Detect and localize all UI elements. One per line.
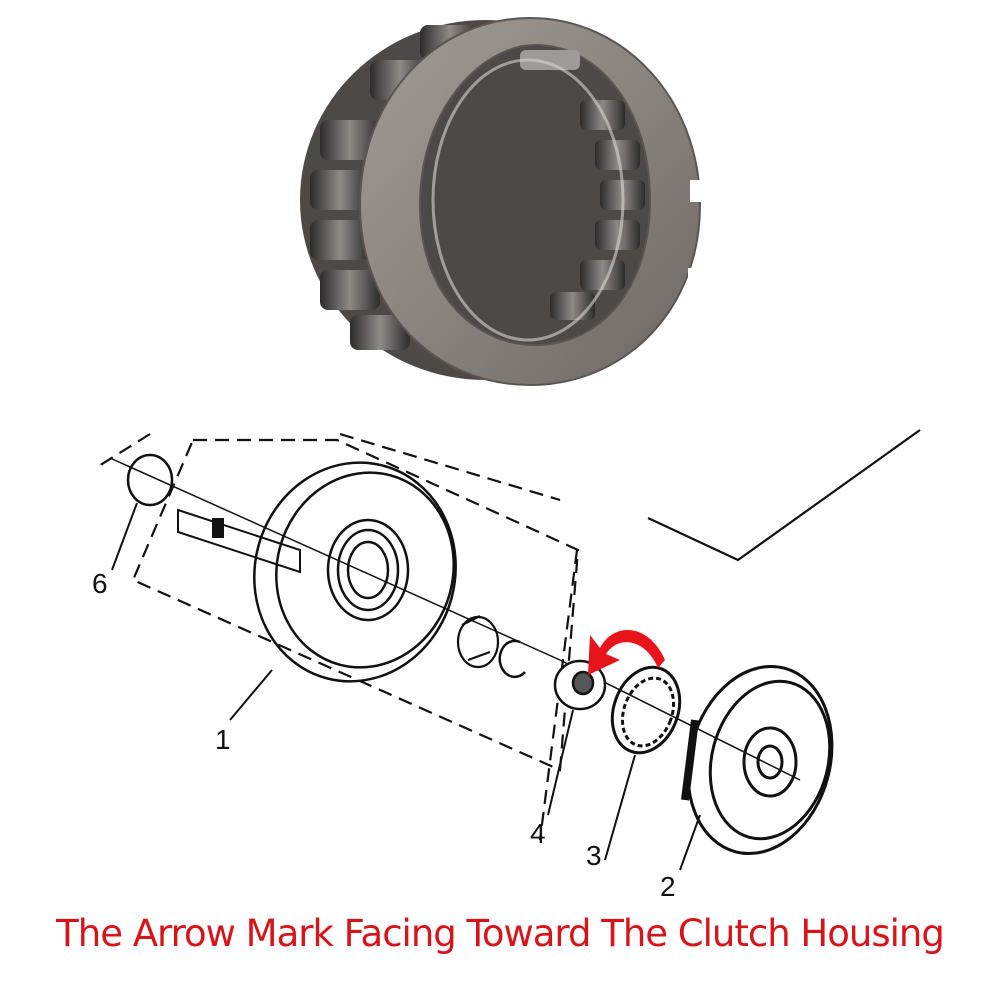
leader-2 — [679, 814, 701, 871]
circlip-6 — [126, 453, 174, 507]
clutch-housing-2 — [681, 664, 834, 856]
leader-6 — [111, 502, 138, 571]
callout-1: 1 — [215, 724, 231, 755]
assembly-boundary — [131, 438, 580, 772]
clutch-drum — [253, 461, 457, 683]
nut-4 — [553, 659, 607, 711]
shaft — [177, 508, 301, 574]
callout-6: 6 — [92, 568, 108, 599]
callout-4: 4 — [530, 818, 546, 849]
callout-3: 3 — [586, 840, 602, 871]
exploded-diagram-lines — [99, 429, 921, 871]
sprag-ring-3 — [610, 665, 682, 755]
instruction-caption: The Arrow Mark Facing Toward The Clutch … — [56, 912, 945, 955]
arrow-mark-icon — [588, 629, 665, 675]
sprag-bearing-photo — [280, 0, 720, 400]
rim-notches — [647, 95, 704, 358]
leader-4 — [547, 709, 574, 816]
leader-1 — [229, 669, 273, 721]
exploded-view-diagram: 6 1 4 3 2 — [0, 420, 1000, 902]
needle-bearing — [456, 615, 500, 669]
leader-3 — [604, 754, 636, 861]
c-clip — [498, 639, 526, 679]
sprag-bearing-illustration — [300, 16, 704, 387]
callout-2: 2 — [660, 871, 676, 902]
